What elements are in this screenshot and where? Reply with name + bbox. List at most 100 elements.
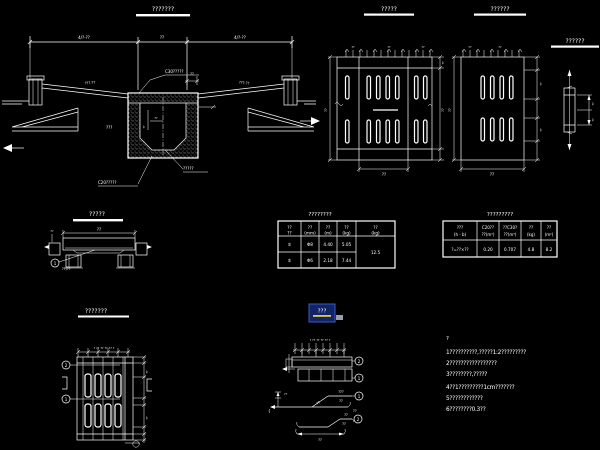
inner-dim-2: ?? — [142, 125, 146, 129]
td: Φ6 — [307, 258, 313, 263]
th: ??C30? — [503, 225, 517, 230]
bent-bar-1: ?? ?? ??? ?? ?? 1 — [268, 390, 364, 414]
slab-plan-view: ????? ?? ?? ?? — [324, 6, 445, 177]
grid2-dim-r2: ?? — [539, 82, 543, 86]
label-bottom-right: ????? — [183, 166, 194, 171]
selected-text-box[interactable] — [308, 303, 336, 323]
td: 8.2 — [546, 247, 553, 252]
note-line-5: 5???????????? — [446, 396, 483, 402]
note-line-4: 4??1?????????1cm??????? — [446, 385, 515, 391]
grid1-dim-right: ?? — [441, 108, 445, 112]
selected-text-label: ??? — [318, 309, 327, 315]
bar1-hook-dim: ?? — [284, 392, 288, 396]
grid1-dim-right-top: ?? — [441, 61, 445, 65]
bar2-callout: 2 — [357, 417, 360, 422]
selection-grip[interactable] — [336, 315, 343, 320]
th: (m²) — [545, 232, 554, 237]
side-dim-2: ?? — [591, 118, 595, 122]
beam-title: ????? — [89, 211, 105, 218]
plan-dim-right-1: ?? — [145, 370, 149, 374]
grid2-title: ?????? — [490, 6, 509, 13]
section-callout-bottom: 1 — [358, 376, 361, 381]
section-callout-top: 2 — [358, 359, 361, 364]
plan-title-underline — [78, 315, 129, 318]
rebar-table: ???????? ?? ?? ?? (mm) ?? (m) ?? (kg) ??… — [277, 212, 396, 269]
bar1-diag-dim: ?? — [316, 400, 321, 405]
side-title-underline — [551, 45, 599, 48]
grid1-tick-label: ?? — [387, 45, 391, 49]
label-left: ??? — [106, 125, 112, 130]
bar-details: ? ?? ?? ?? ?? ? 2 1 ?? ?? ??? ?? ?? 1 — [268, 338, 364, 442]
dim-top-small: ?? — [190, 72, 194, 76]
td: 4.40 — [323, 242, 333, 247]
note-line-6: 6????????0.3?? — [446, 407, 486, 413]
th: ?? — [326, 225, 330, 230]
quantity-table: ????????? ??? (h - b) C20?? ??(m³) ??C30… — [442, 212, 558, 258]
plan-slots — [84, 373, 122, 428]
section-title: ??????? — [152, 6, 174, 13]
grid1-tick-label: ?? — [351, 45, 355, 49]
bar2-bottom-dim: ?? — [318, 438, 322, 442]
th: ??? — [457, 225, 463, 230]
grid1-dim-left: ?? — [324, 108, 328, 112]
dim-mid: ?? — [160, 35, 164, 40]
th: ?? — [287, 231, 291, 236]
th: ?? — [287, 225, 291, 230]
td: ?=??×?? — [451, 247, 468, 252]
plan-dim-right-2: ?? — [145, 416, 149, 420]
th: (kg) — [342, 231, 351, 236]
side-title: ?????? — [565, 38, 584, 45]
bent-bar-2: ?? ?? 2 ?? — [295, 413, 363, 442]
beam-dim-end: ?? — [50, 229, 54, 233]
selected-text-underline — [313, 315, 331, 317]
side-dim-1: ?? — [591, 102, 595, 106]
dim-right: 4/?-?? — [234, 35, 246, 40]
grid1-dim-bottom: ?? — [382, 172, 386, 177]
th: ?? — [308, 225, 312, 230]
notes-header: ? — [446, 336, 449, 342]
section-title-underline — [136, 14, 190, 17]
th: ??(m³) — [504, 232, 517, 237]
grid1-title-underline — [364, 13, 414, 16]
beam-title-underline — [73, 219, 123, 222]
grid2-dim-left: ?? — [448, 108, 452, 112]
bar1-callout: 1 — [358, 394, 361, 399]
th: ?? — [529, 225, 533, 230]
th: ??(m³) — [482, 232, 495, 237]
grid2-title-underline — [474, 13, 526, 16]
th: C20?? — [482, 225, 494, 230]
rebar-table-title: ???????? — [308, 212, 331, 218]
beam-detail-view: ????? ?? ?? 1 ??/?? — [44, 211, 152, 271]
grid1-title: ????? — [381, 6, 397, 13]
th: ?? — [547, 225, 551, 230]
plan-callout-bottom: 1 — [65, 397, 68, 402]
td: 0.707 — [504, 247, 516, 252]
plan-tick-labels: ? ?? ?? ?? ?? ? — [94, 346, 115, 350]
beam-note: ??/?? — [62, 267, 71, 271]
td: ① — [288, 242, 292, 247]
td: 2.18 — [323, 258, 333, 263]
slope-label-right: ???.?? — [239, 80, 250, 85]
beam-dim-top: ?? — [97, 227, 101, 232]
bar2-top-dim: ?? — [344, 413, 348, 417]
plan-callout-top: 2 — [65, 363, 68, 368]
beam-callout-number: 1 — [54, 261, 57, 266]
td: Φ8 — [307, 242, 313, 247]
grid2-dim-bottom: ?? — [490, 172, 494, 177]
quantity-table-title: ????????? — [487, 212, 513, 218]
th: (m) — [324, 231, 332, 236]
bottom-slab-plan-view: ?????? ?? ?? ?? ?? ?? ?? — [448, 6, 543, 177]
bar2-mid-dim: ?? — [342, 422, 346, 426]
td: 4.8 — [528, 247, 535, 252]
notes-block: ? 1??????????,?????1:2????????? 2???????… — [446, 336, 527, 413]
grid2-tick-label: ?? — [498, 45, 502, 49]
grid1-tick-label: ?? — [421, 45, 425, 49]
label-bottom-left: C20????? — [98, 180, 117, 185]
plan-title: ??????? — [85, 308, 107, 315]
selected-text-object[interactable]: ??? — [308, 303, 343, 323]
bar1-mid-dim: ?? — [339, 399, 343, 403]
note-line-2: 2????????????????? — [446, 361, 497, 367]
slope-label-left: ???.?? — [85, 80, 96, 85]
